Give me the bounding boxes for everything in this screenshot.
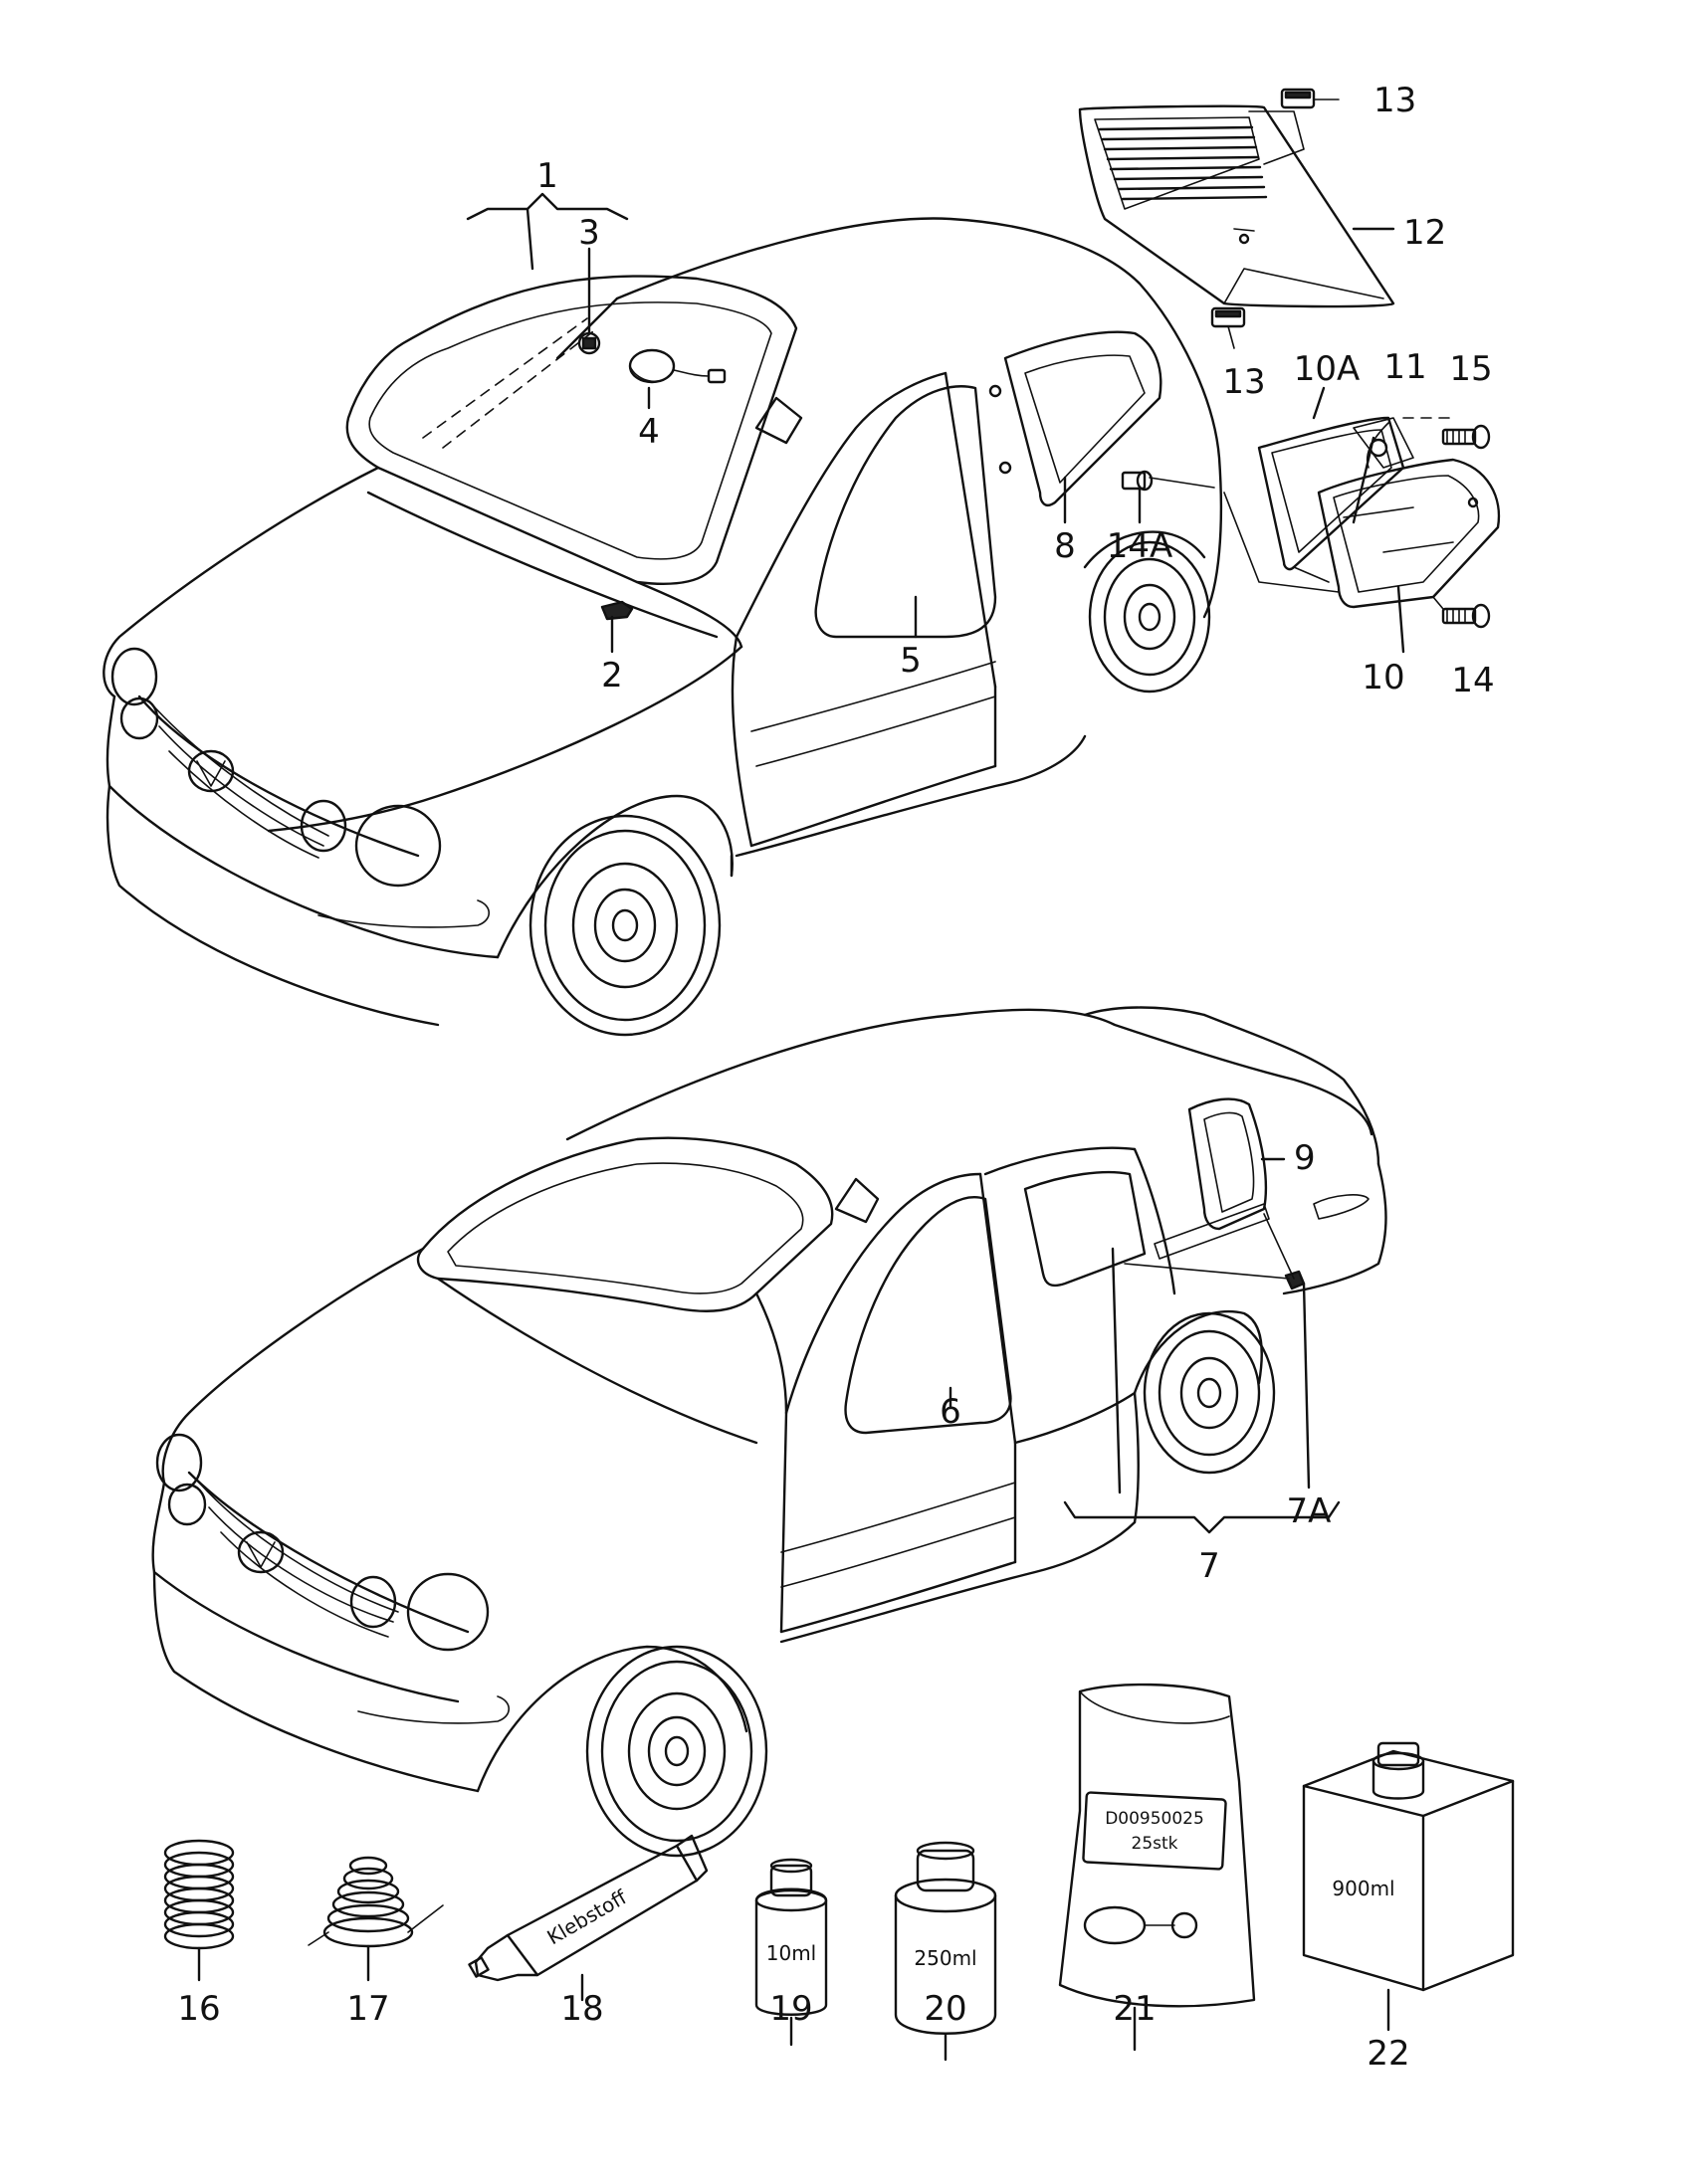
bead-17 xyxy=(308,1856,444,1948)
callout-6: 6 xyxy=(940,1392,961,1432)
callout-4: 4 xyxy=(638,412,660,452)
callout-7: 7 xyxy=(1198,1546,1220,1586)
callout-14: 14 xyxy=(1451,661,1494,700)
container-label: 900ml xyxy=(1332,1877,1394,1900)
bead-16 xyxy=(163,1839,235,1950)
adhesive-tube-18: Klebstoff xyxy=(468,1834,709,1982)
callout-20: 20 xyxy=(924,1989,966,2029)
can-20: 250ml xyxy=(894,1841,997,2035)
screw-14 xyxy=(1432,596,1491,629)
callout-21: 21 xyxy=(1113,1989,1156,2029)
callout-labels: 1 3 4 2 5 8 14A 13 12 13 10A 11 15 10 14… xyxy=(177,81,1494,2074)
can-label: 250ml xyxy=(914,1946,976,1970)
callout-3: 3 xyxy=(578,213,600,253)
screw-14a xyxy=(1121,470,1215,492)
callout-12: 12 xyxy=(1403,213,1446,253)
callout-13-bottom: 13 xyxy=(1222,362,1265,402)
bottle-19: 10ml xyxy=(754,1858,828,2016)
clip-13-bottom xyxy=(1210,306,1246,349)
rear-window-12 xyxy=(1078,104,1395,308)
callout-10: 10 xyxy=(1362,658,1404,697)
callout-15: 15 xyxy=(1449,349,1492,389)
car-5door xyxy=(151,1006,1387,1858)
callout-11: 11 xyxy=(1383,347,1426,387)
callout-5: 5 xyxy=(900,641,922,681)
windshield-outline xyxy=(345,275,798,585)
bag-code: D00950025 xyxy=(1105,1809,1204,1829)
quarter-glass-10 xyxy=(1223,416,1501,609)
sensor-3 xyxy=(577,331,601,355)
callout-14a: 14A xyxy=(1107,526,1173,566)
callout-18: 18 xyxy=(560,1989,603,2029)
leader-lines xyxy=(197,192,1405,2062)
callout-17: 17 xyxy=(346,1989,389,2029)
callout-22: 22 xyxy=(1367,2034,1409,2074)
callout-7a: 7A xyxy=(1287,1491,1332,1531)
callout-19: 19 xyxy=(769,1989,812,2029)
container-22: 900ml xyxy=(1302,1741,1515,1992)
bag-21: D00950025 25stk xyxy=(1058,1683,1256,2008)
bottle-label: 10ml xyxy=(766,1941,817,1965)
screw-15 xyxy=(1441,424,1491,450)
car-3door xyxy=(103,217,1223,1037)
callout-1: 1 xyxy=(536,156,558,196)
clip-13-top xyxy=(1280,88,1340,109)
bag-qty: 25stk xyxy=(1132,1834,1178,1854)
mirror-base-4 xyxy=(628,348,727,384)
callout-9: 9 xyxy=(1294,1138,1316,1178)
callout-2: 2 xyxy=(601,656,623,695)
callout-13-top: 13 xyxy=(1373,81,1416,120)
callout-16: 16 xyxy=(177,1989,220,2029)
callout-8: 8 xyxy=(1054,526,1076,566)
callout-10a: 10A xyxy=(1294,349,1361,389)
